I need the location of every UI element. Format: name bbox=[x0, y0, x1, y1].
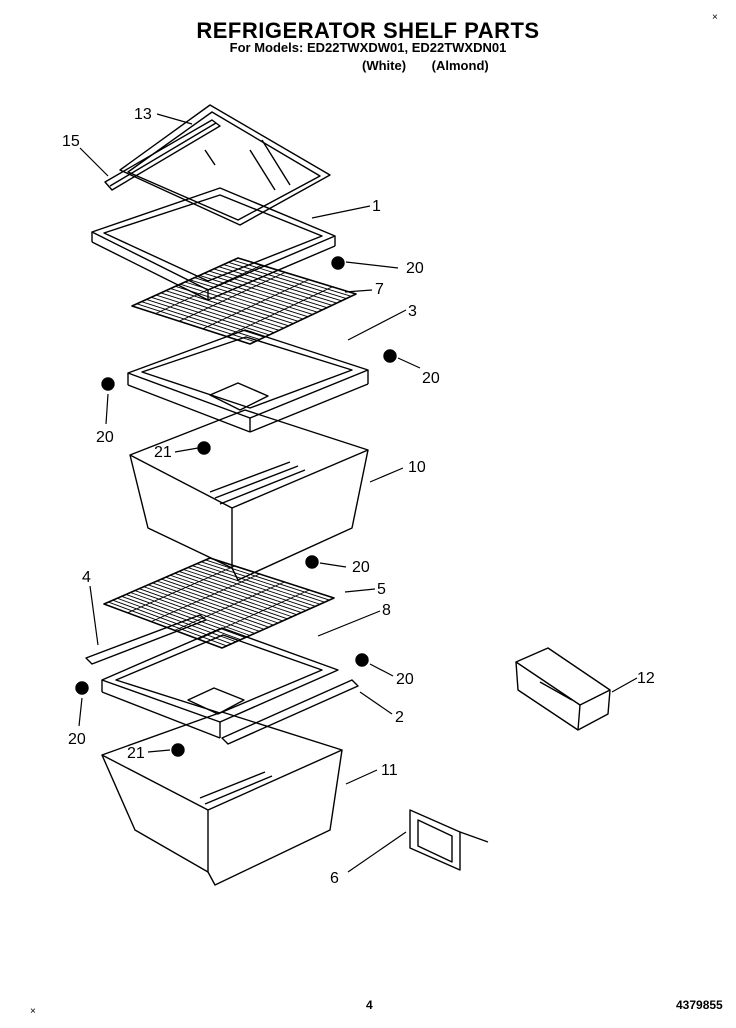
callout-2: 2 bbox=[395, 709, 404, 726]
callout-12: 12 bbox=[637, 670, 655, 687]
callouts: 13 15 1 20 7 3 20 20 21 10 20 5 4 8 20 1… bbox=[62, 106, 655, 887]
page-number: 4 bbox=[366, 998, 373, 1012]
part-13-glass-shelf bbox=[119, 104, 331, 226]
callout-6: 6 bbox=[330, 870, 339, 887]
part-6-label-plate bbox=[409, 809, 489, 871]
part-15-shelf-trim bbox=[104, 119, 221, 191]
callout-7: 7 bbox=[375, 281, 384, 298]
model-subtitle: For Models: ED22TWXDW01, ED22TWXDN01 bbox=[229, 40, 507, 55]
document-number: 4379855 bbox=[676, 998, 723, 1012]
callout-20-c: 20 bbox=[96, 429, 114, 446]
callout-20-f: 20 bbox=[68, 731, 86, 748]
part-7-wire-shelf bbox=[131, 257, 357, 345]
page-title: REFRIGERATOR SHELF PARTS bbox=[196, 18, 540, 43]
corner-mark: × bbox=[712, 12, 718, 23]
callout-8: 8 bbox=[382, 602, 391, 619]
callout-11: 11 bbox=[381, 762, 398, 779]
callout-4: 4 bbox=[82, 569, 91, 586]
callout-21-b: 21 bbox=[127, 745, 145, 762]
color-variants: (White) (Almond) bbox=[362, 58, 489, 73]
callout-3: 3 bbox=[408, 303, 417, 320]
color-white: (White) bbox=[362, 58, 407, 73]
color-almond: (Almond) bbox=[431, 58, 489, 73]
callout-5: 5 bbox=[377, 581, 386, 598]
callout-20-a: 20 bbox=[406, 260, 424, 277]
part-10-upper-drawer bbox=[129, 409, 369, 581]
part-12-door-bin bbox=[515, 647, 611, 731]
part-2-front-trim bbox=[221, 679, 359, 745]
part-3-cover-frame bbox=[127, 329, 369, 433]
part-5-wire-shelf bbox=[103, 557, 335, 649]
callout-20-d: 20 bbox=[352, 559, 370, 576]
callout-10: 10 bbox=[408, 459, 426, 476]
callout-20-b: 20 bbox=[422, 370, 440, 387]
part-8-cover-frame bbox=[101, 627, 339, 739]
fastener-icons bbox=[75, 256, 397, 757]
part-4-trim-strip bbox=[85, 614, 207, 665]
callout-15: 15 bbox=[62, 133, 80, 150]
corner-mark: × bbox=[30, 1006, 36, 1017]
leader-lines bbox=[78, 113, 638, 873]
part-11-lower-drawer bbox=[101, 711, 343, 886]
callout-13: 13 bbox=[134, 106, 152, 123]
callout-20-e: 20 bbox=[396, 671, 414, 688]
callout-21-a: 21 bbox=[154, 444, 172, 461]
callout-1: 1 bbox=[372, 198, 381, 215]
